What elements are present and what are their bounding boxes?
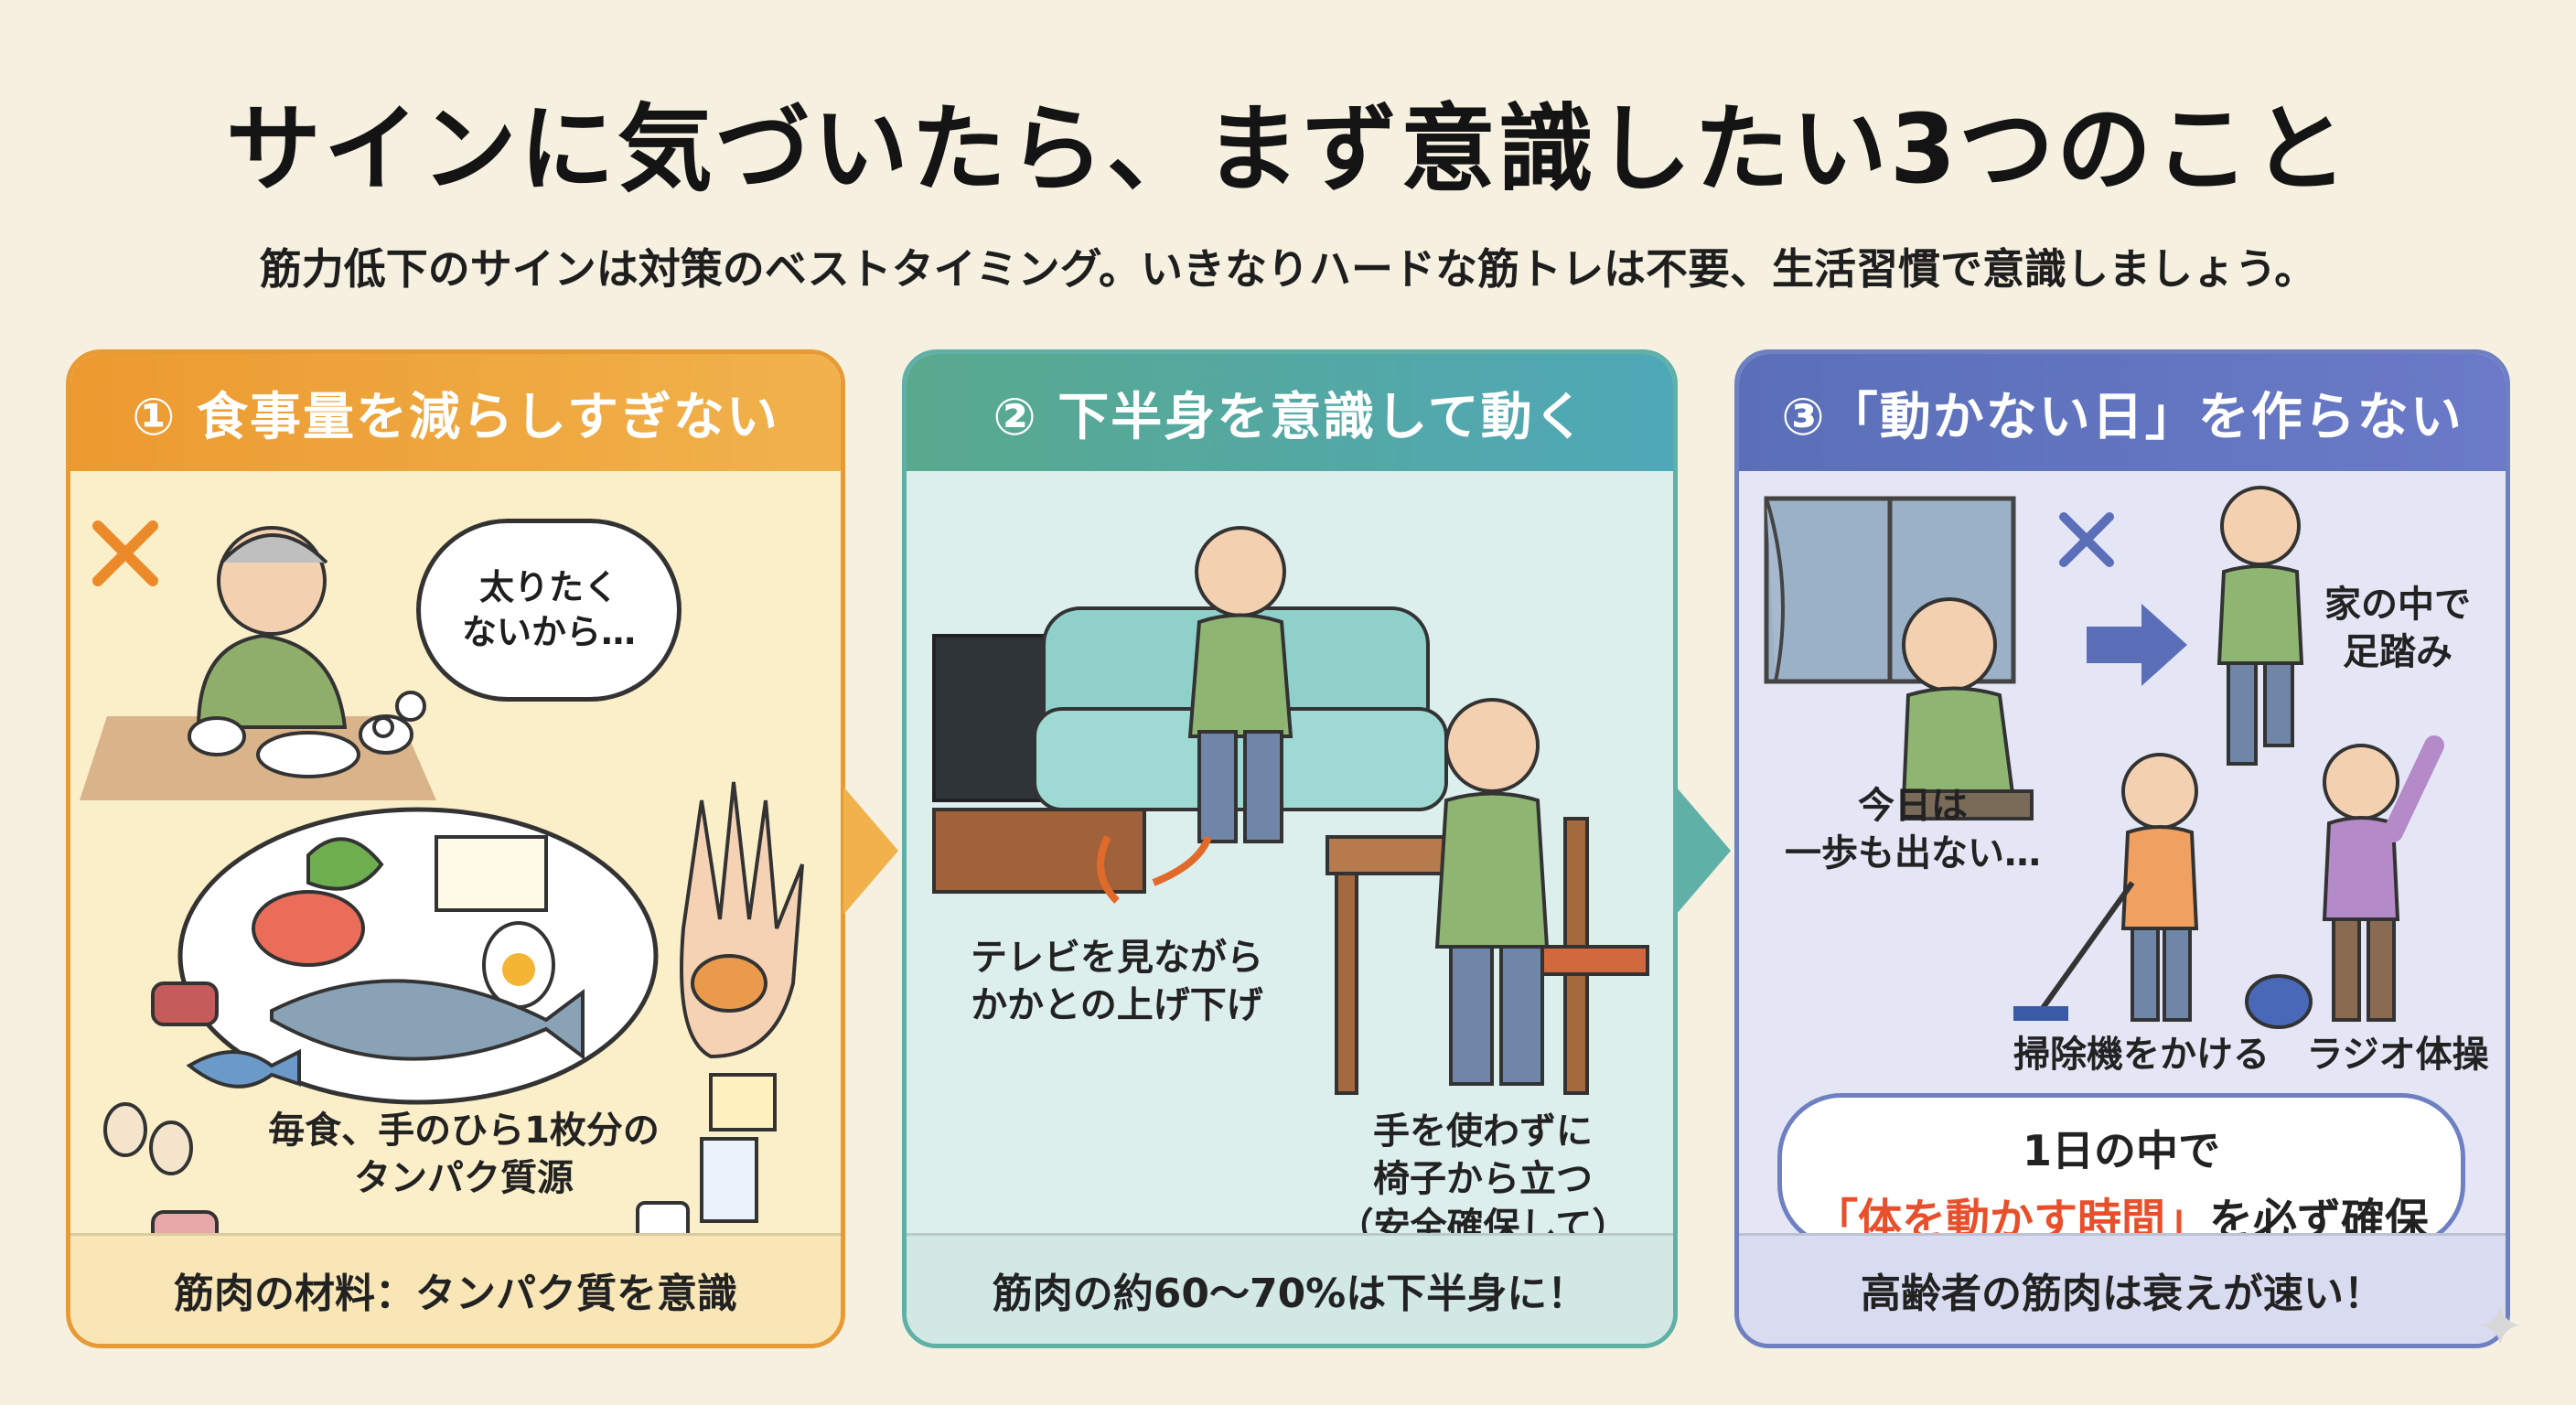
cross-mark-icon	[2059, 512, 2114, 567]
arrow-right-icon	[843, 787, 898, 915]
panel-lower-body: ② 下半身を意識して動く テレビを見ながら	[902, 349, 1678, 1348]
panel-food-footer: 筋肉の材料：タンパク質を意識	[70, 1233, 841, 1344]
panel-lower-body-footer: 筋肉の約60〜70%は下半身に！	[907, 1233, 1673, 1344]
panel-active-day: ③「動かない日」を作らない	[1734, 349, 2510, 1348]
heel-raise-caption: テレビを見ながら かかとの上げ下げ	[971, 937, 1263, 1026]
arrow-right-icon	[2087, 604, 2187, 686]
daily-activity-callout: 1日の中で 「体を動かす時間」を必ず確保	[1777, 1093, 2465, 1249]
arrow-right-icon	[1676, 787, 1731, 915]
panel-lower-body-body: テレビを見ながら かかとの上げ下げ 手を使わずに 椅子から立つ （安全確保して）…	[907, 471, 1673, 1344]
sparkle-icon: ✦	[2475, 1293, 2525, 1361]
thought-dot	[372, 716, 394, 738]
cross-mark-icon	[92, 520, 158, 586]
panel-active-day-footer: 高齢者の筋肉は衰えが速い！	[1739, 1233, 2506, 1344]
callout-line-1: 1日の中で	[2022, 1126, 2220, 1175]
radio-exercise-caption: ラジオ体操	[2306, 1034, 2489, 1076]
panel-lower-body-header: ② 下半身を意識して動く	[907, 354, 1673, 471]
panel-food-body: 太りたく ないから… 毎食、手のひら1枚分の タンパク質源 筋肉の材料：タンパク…	[70, 471, 841, 1344]
stay-home-caption: 今日は 一歩も出ない…	[1785, 785, 2041, 874]
chair-stand-caption: 手を使わずに 椅子から立つ （安全確保して）	[1336, 1110, 1629, 1248]
step-in-place-caption: 家の中で 足踏み	[2324, 584, 2471, 673]
protein-caption: 毎食、手のひら1枚分の タンパク質源	[268, 1110, 660, 1199]
panel-active-day-body: 今日は 一歩も出ない… 家の中で 足踏み 掃除機をかける ラジオ体操 1日の中で…	[1739, 471, 2506, 1344]
vacuum-caption: 掃除機をかける	[2013, 1034, 2270, 1076]
thought-dot	[395, 691, 426, 722]
page-title: サインに気づいたら、まず意識したい3つのこと	[225, 93, 2351, 205]
thought-bubble: 太りたく ないから…	[416, 519, 682, 702]
panel-active-day-header: ③「動かない日」を作らない	[1739, 354, 2506, 471]
exercise-illustration	[932, 526, 1649, 1095]
activity-illustration	[1764, 486, 2444, 1029]
panel-food: ① 食事量を減らしすぎない	[66, 349, 845, 1348]
page-subtitle: 筋力低下のサインは対策のベストタイミング。いきなりハードな筋トレは不要、生活習慣…	[259, 244, 2317, 294]
panel-food-header: ① 食事量を減らしすぎない	[70, 354, 841, 471]
food-illustration	[80, 520, 804, 1269]
